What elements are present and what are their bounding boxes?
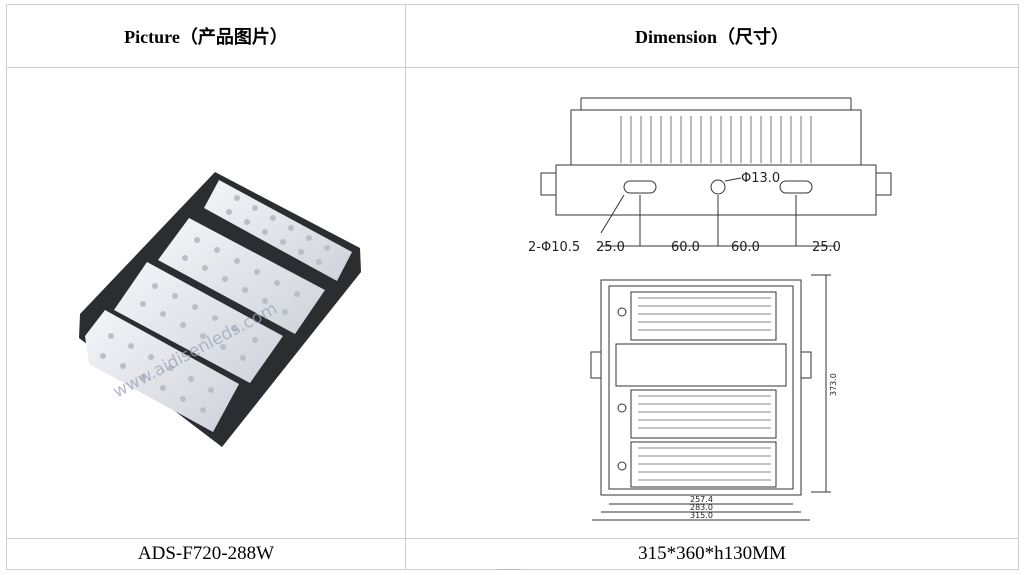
product-picture-cell: www.aidisenleds.com <box>6 67 406 539</box>
width-outer-label: 315.0 <box>690 511 713 520</box>
height-label: 373.0 <box>829 373 838 396</box>
spacing-label-3: 60.0 <box>731 240 760 255</box>
front-view <box>590 274 831 521</box>
size-cell: 315*360*h130MM <box>405 538 1019 570</box>
header-row: Picture（产品图片） Dimension（尺寸） <box>6 4 1019 68</box>
footer-row: ADS-F720-288W 315*360*h130MM <box>6 538 1019 570</box>
width-mid-label: 283.0 <box>690 503 713 512</box>
spacing-label-1: 25.0 <box>596 240 625 255</box>
spacing-label-2: 60.0 <box>671 240 700 255</box>
led-module-2 <box>158 218 325 334</box>
hole-large-label: Φ13.0 <box>741 171 780 186</box>
side-view <box>540 97 892 247</box>
led-dots <box>100 195 330 413</box>
width-inner-label: 257.4 <box>690 495 713 504</box>
page-marker <box>497 569 521 574</box>
dimension-drawing-cell: Φ13.0 2-Φ10.5 25.0 60.0 60.0 25.0 <box>405 67 1019 539</box>
image-row: www.aidisenleds.com <box>6 67 1019 539</box>
product-photo: www.aidisenleds.com <box>79 172 361 447</box>
dimension-drawing: Φ13.0 2-Φ10.5 25.0 60.0 60.0 25.0 <box>528 97 892 521</box>
dimension-header: Dimension（尺寸） <box>405 4 1019 68</box>
picture-header: Picture（产品图片） <box>6 4 406 68</box>
led-module-4 <box>85 310 239 432</box>
model-cell: ADS-F720-288W <box>6 538 406 570</box>
led-module-1 <box>204 180 352 281</box>
hole-small-label: 2-Φ10.5 <box>528 240 580 255</box>
led-module-3 <box>114 262 283 383</box>
spec-table: Picture（产品图片） Dimension（尺寸） <box>6 4 1019 570</box>
spacing-label-4: 25.0 <box>812 240 841 255</box>
